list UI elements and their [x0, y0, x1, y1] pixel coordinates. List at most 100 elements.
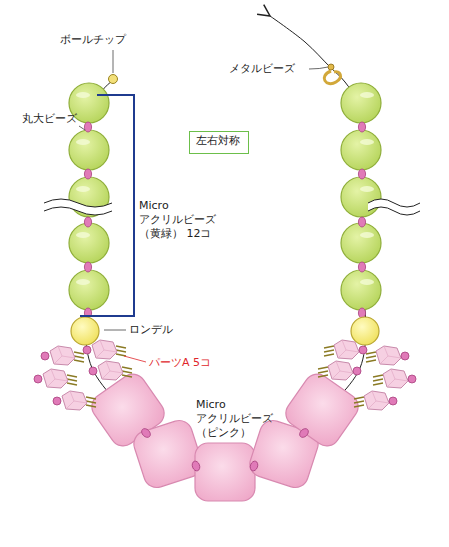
seed-bead: [83, 346, 91, 354]
head-pin: [122, 375, 132, 377]
head-pin: [318, 375, 328, 377]
crystal-nugget: [98, 361, 123, 380]
crystal-facet: [387, 369, 408, 387]
green-acrylic-bead: [341, 223, 381, 263]
head-pin: [324, 346, 334, 348]
seed-bead: [84, 122, 91, 132]
seed-bead: [84, 262, 91, 272]
crystal-facet: [96, 340, 117, 358]
seed-bead: [84, 217, 91, 227]
head-pin: [86, 401, 96, 403]
crystal-facet: [338, 340, 359, 358]
bead-highlight: [360, 139, 374, 145]
crystal-facet: [66, 391, 87, 409]
leader-line: [309, 67, 328, 69]
head-pin: [324, 354, 334, 356]
seed-bead: [353, 367, 361, 375]
head-pin: [74, 360, 84, 362]
part-label: 丸大ビーズ: [22, 112, 77, 126]
green-acrylic-bead: [69, 223, 109, 263]
bracket: [80, 95, 134, 316]
seed-bead: [358, 217, 365, 227]
head-pin: [86, 397, 96, 399]
green-acrylic-bead: [341, 177, 381, 217]
bead-highlight: [360, 186, 374, 192]
seed-bead: [84, 169, 91, 179]
crystal-nugget: [364, 391, 389, 410]
head-pin: [74, 352, 84, 354]
head-pin: [373, 383, 383, 385]
seed-bead: [89, 367, 97, 375]
seed-bead: [249, 460, 259, 472]
leader-line: [113, 50, 114, 73]
seed-bead: [408, 375, 416, 383]
part-label: ロンデル: [129, 323, 173, 337]
seed-bead: [34, 375, 42, 383]
part-label: パーツA 5コ: [149, 356, 211, 370]
note-text: 左右対称: [196, 134, 242, 148]
seed-bead: [53, 397, 61, 405]
seed-bead: [358, 122, 365, 132]
bead-highlight: [360, 232, 374, 238]
metal-bead: [328, 64, 334, 70]
crystal-facet: [380, 346, 401, 364]
pink-acrylic-bead: [131, 417, 206, 491]
head-pin: [354, 397, 364, 399]
bead-highlight: [76, 232, 90, 238]
seed-bead: [358, 169, 365, 179]
head-pin: [67, 383, 77, 385]
head-pin: [373, 379, 383, 381]
seed-bead: [389, 397, 397, 405]
green-acrylic-bead: [341, 130, 381, 170]
crystal-nugget: [62, 391, 87, 410]
head-pin: [354, 401, 364, 403]
head-pin: [74, 356, 84, 358]
crystal-facet: [102, 361, 123, 379]
rondel-bead: [351, 317, 379, 345]
green-acrylic-bead: [69, 130, 109, 170]
head-pin: [116, 354, 126, 356]
crystal-facet: [54, 346, 75, 364]
head-pin: [373, 375, 383, 377]
head-pin: [354, 405, 364, 407]
note-box: 左右対称: [189, 131, 249, 154]
seed-bead: [41, 352, 49, 360]
bead-highlight: [76, 139, 90, 145]
head-pin: [318, 367, 328, 369]
head-pin: [366, 352, 376, 354]
leader-line: [79, 126, 85, 130]
necklace-string: [85, 16, 366, 474]
crystal-nugget: [328, 361, 353, 380]
head-pin: [122, 367, 132, 369]
crystal-nugget: [50, 346, 75, 365]
break-mark: [368, 207, 420, 215]
break-mark: [368, 199, 420, 215]
part-label: Micro アクリルビーズ （ピンク）: [196, 398, 282, 439]
bead-highlight: [76, 186, 90, 192]
head-pin: [122, 371, 132, 373]
crystal-nugget: [376, 346, 401, 365]
break-mark: [44, 199, 112, 207]
green-acrylic-bead: [69, 270, 109, 310]
bead-highlight: [76, 92, 90, 98]
crystal-nugget: [383, 369, 408, 388]
green-acrylic-bead: [341, 270, 381, 310]
pink-acrylic-bead: [195, 443, 255, 501]
seed-bead: [359, 346, 367, 354]
clasp-hook: [324, 71, 340, 84]
bead-highlight: [76, 279, 90, 285]
head-pin: [86, 405, 96, 407]
crystal-nugget: [334, 340, 359, 359]
part-label: ボールチップ: [60, 33, 126, 47]
crystal-facet: [47, 369, 68, 387]
leader-line: [104, 330, 126, 331]
seed-bead: [401, 352, 409, 360]
head-pin: [366, 356, 376, 358]
green-acrylic-bead: [341, 83, 381, 123]
crystal-facet: [368, 391, 389, 409]
head-pin: [116, 346, 126, 348]
break-mark: [368, 199, 420, 207]
seed-bead: [191, 460, 201, 472]
seed-bead: [298, 427, 310, 439]
